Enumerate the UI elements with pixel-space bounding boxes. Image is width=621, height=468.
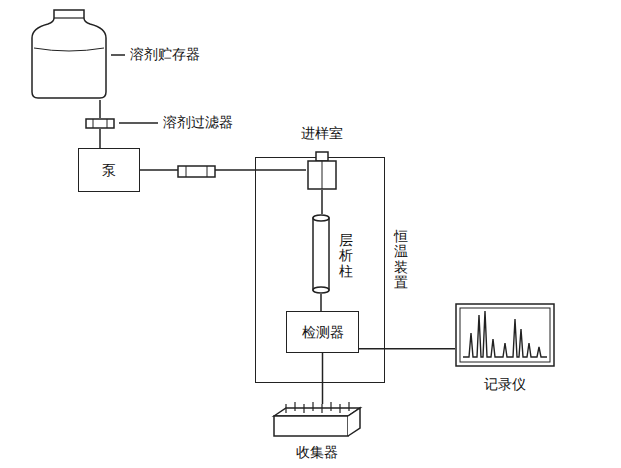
fraction-collector: 收集器	[272, 404, 362, 438]
solvent-reservoir-outline	[30, 8, 108, 100]
node-label: 溶剂过滤器	[163, 114, 233, 131]
pipe-connector	[140, 170, 306, 171]
leader-line	[119, 122, 158, 124]
solvent-filter: 溶剂过滤器	[85, 118, 115, 129]
node-label: 记录仪	[484, 376, 526, 393]
node-label: 检测器	[302, 324, 344, 341]
injector: 进样室	[306, 151, 338, 190]
node-label: 溶剂贮存器	[130, 46, 200, 63]
pipe-connector	[359, 348, 455, 349]
chromatography-column-outline	[311, 214, 331, 294]
detector-box: 检测器	[286, 311, 359, 353]
node-label: 收集器	[296, 444, 338, 461]
pump-box: 泵	[78, 148, 140, 192]
chromatography-column: 层析柱	[311, 214, 331, 294]
thermostat-enclosure: 恒温装置进样室层析柱检测器	[255, 157, 385, 383]
node-label: 进样室	[301, 125, 343, 142]
pipe-connector	[321, 294, 322, 311]
node-label: 层析柱	[339, 233, 353, 279]
recorder: 记录仪	[455, 303, 555, 367]
fraction-collector-outline	[272, 404, 362, 438]
injector-outline	[306, 151, 338, 190]
solvent-reservoir: 溶剂贮存器	[30, 8, 108, 100]
pipe-connector	[100, 100, 101, 118]
solvent-filter-outline	[85, 118, 115, 129]
leader-line	[111, 54, 125, 56]
inline-filter	[178, 166, 215, 177]
pipe-connector	[322, 353, 323, 404]
node-label: 泵	[102, 162, 116, 179]
node-label: 恒温装置	[394, 229, 408, 291]
pipe-connector	[100, 129, 101, 148]
recorder-outline	[455, 303, 555, 367]
pipe-connector	[322, 190, 323, 214]
